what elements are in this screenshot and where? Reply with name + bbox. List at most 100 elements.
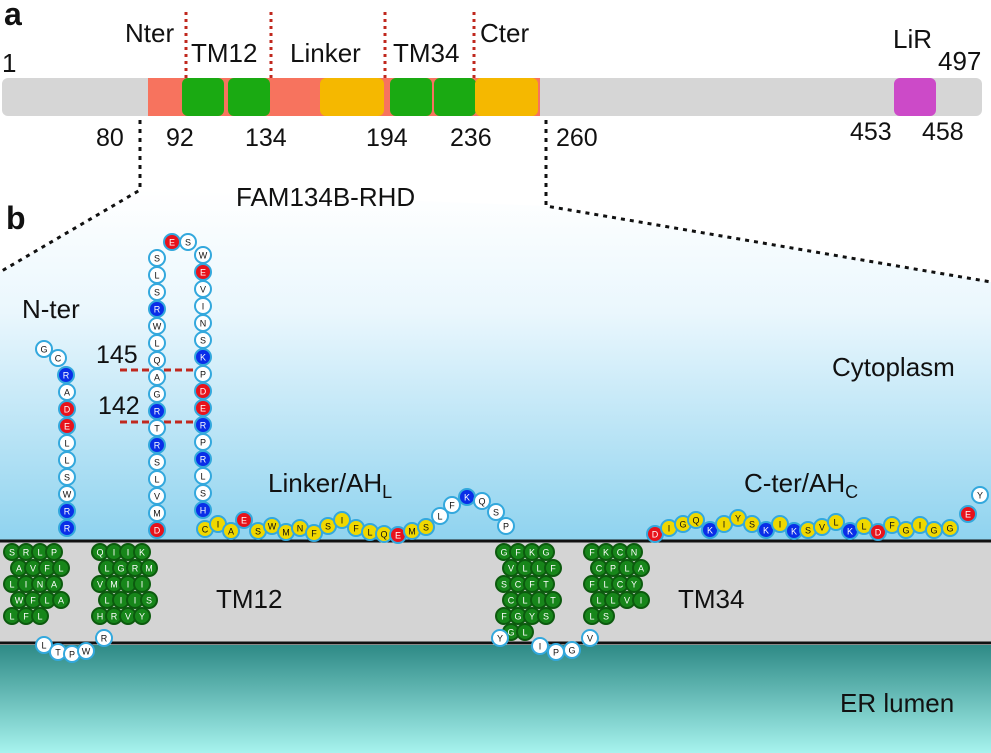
svg-text:Y: Y	[529, 612, 535, 622]
residue-bead: Q	[687, 511, 705, 529]
residue-bead: G	[35, 340, 53, 358]
residue-bead: E	[58, 417, 76, 435]
svg-text:F: F	[23, 612, 29, 622]
residue-bead: I	[531, 637, 549, 655]
residue-bead: F	[17, 607, 35, 625]
cytoplasm-label: Cytoplasm	[832, 352, 955, 382]
svg-text:G: G	[542, 548, 549, 558]
svg-text:V: V	[508, 564, 514, 574]
svg-text:D: D	[652, 530, 659, 540]
svg-text:K: K	[200, 353, 206, 363]
svg-text:V: V	[154, 492, 160, 502]
svg-text:F: F	[311, 529, 317, 539]
residue-bead: G	[563, 641, 581, 659]
svg-text:P: P	[553, 648, 559, 658]
svg-text:A: A	[154, 373, 160, 383]
residue-bead: D	[646, 525, 664, 543]
residue-bead: R	[17, 543, 35, 561]
svg-text:E: E	[169, 238, 175, 248]
svg-text:K: K	[707, 526, 713, 536]
svg-text:S: S	[146, 596, 152, 606]
residue-bead: R	[58, 519, 76, 537]
residue-bead: G	[537, 543, 555, 561]
linker-helix-label: Linker/AHL	[268, 470, 392, 501]
svg-text:K: K	[139, 548, 145, 558]
er-lumen-region	[0, 645, 991, 753]
svg-text:M: M	[110, 580, 118, 590]
svg-text:L: L	[9, 612, 14, 622]
svg-text:Y: Y	[735, 514, 741, 524]
svg-text:C: C	[617, 548, 624, 558]
svg-text:F: F	[589, 580, 595, 590]
svg-text:F: F	[515, 548, 521, 558]
svg-text:R: R	[64, 507, 71, 517]
svg-text:F: F	[529, 580, 535, 590]
svg-text:A: A	[16, 564, 22, 574]
position-92: 92	[166, 124, 194, 152]
svg-text:L: L	[9, 580, 14, 590]
position-260: 260	[556, 124, 598, 152]
svg-text:G: G	[117, 564, 124, 574]
residue-bead: R	[58, 502, 76, 520]
svg-text:L: L	[536, 564, 541, 574]
residue-bead: I	[530, 591, 548, 609]
svg-text:Y: Y	[497, 634, 503, 644]
svg-text:G: G	[153, 390, 160, 400]
residue-bead: Q	[473, 492, 491, 510]
svg-text:G: G	[946, 524, 953, 534]
svg-text:S: S	[200, 489, 206, 499]
svg-text:P: P	[69, 650, 75, 660]
residue-bead: C	[49, 349, 67, 367]
svg-text:C: C	[515, 580, 522, 590]
svg-text:S: S	[543, 612, 549, 622]
residue-bead: W	[148, 317, 166, 335]
svg-text:T: T	[55, 648, 61, 658]
residue-bead: W	[194, 246, 212, 264]
residue-bead: Y	[729, 509, 747, 527]
svg-text:L: L	[522, 596, 527, 606]
residue-bead: E	[235, 511, 253, 529]
residue-bead: K	[194, 348, 212, 366]
svg-text:S: S	[805, 526, 811, 536]
residue-bead: S	[148, 283, 166, 301]
residue-bead: E	[194, 263, 212, 281]
residue-bead: I	[660, 519, 678, 537]
svg-text:P: P	[200, 370, 206, 380]
svg-text:A: A	[638, 564, 644, 574]
svg-text:L: L	[41, 641, 46, 651]
position-453: 453	[850, 118, 892, 146]
svg-text:L: L	[861, 522, 866, 532]
residue-bead: K	[458, 488, 476, 506]
svg-text:C: C	[596, 564, 603, 574]
residue-bead: A	[52, 591, 70, 609]
svg-text:K: K	[763, 526, 769, 536]
position-194: 194	[366, 124, 408, 152]
residue-bead: K	[133, 543, 151, 561]
svg-text:L: L	[833, 518, 838, 528]
residue-bead: L	[148, 266, 166, 284]
svg-text:K: K	[847, 527, 853, 537]
residue-bead: R	[194, 416, 212, 434]
svg-text:S: S	[255, 527, 261, 537]
residue-bead: A	[45, 575, 63, 593]
svg-text:P: P	[200, 438, 206, 448]
svg-text:R: R	[200, 455, 207, 465]
svg-text:W: W	[268, 522, 277, 532]
svg-text:A: A	[64, 388, 70, 398]
svg-text:E: E	[200, 404, 206, 414]
svg-text:S: S	[154, 458, 160, 468]
linker-label: Linker	[290, 38, 361, 68]
svg-text:I: I	[134, 596, 137, 606]
svg-text:K: K	[464, 493, 470, 503]
svg-text:R: R	[101, 634, 108, 644]
svg-text:D: D	[200, 387, 207, 397]
position-458: 458	[922, 118, 964, 146]
svg-text:W: W	[82, 647, 91, 657]
svg-text:Q: Q	[478, 497, 485, 507]
svg-text:A: A	[228, 527, 234, 537]
svg-text:K: K	[529, 548, 535, 558]
svg-text:V: V	[97, 580, 103, 590]
residue-bead: E	[163, 233, 181, 251]
svg-text:E: E	[965, 510, 971, 520]
